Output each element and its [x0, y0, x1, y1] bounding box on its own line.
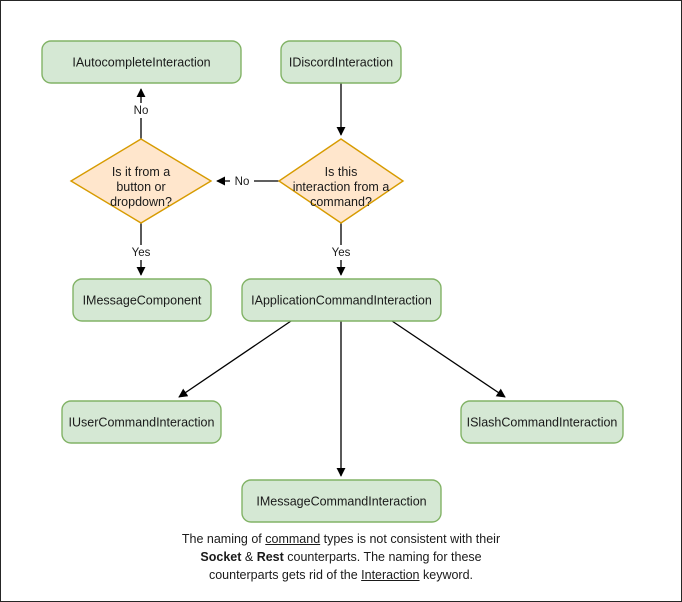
caption-line-3: counterparts gets rid of the Interaction…: [1, 566, 681, 584]
edge-label-no-autocomplete: No: [134, 105, 149, 117]
edge-label-bg: [129, 103, 153, 118]
caption-line-2: Socket & Rest counterparts. The naming f…: [1, 548, 681, 566]
edge-label-yes-appcommand: Yes: [332, 247, 351, 259]
edge-appcommand-to-user: [178, 320, 292, 398]
node-label: IDiscordInteraction: [289, 55, 393, 69]
node-label-line-1: Is this: [325, 165, 358, 179]
edge-label-yes-messagecomponent: Yes: [132, 247, 151, 259]
node-user-command-interaction[interactable]: IUserCommandInteraction: [61, 400, 222, 444]
diagram-caption: The naming of command types is not consi…: [1, 530, 681, 584]
edge-command-to-appcommand: Yes: [327, 223, 356, 276]
node-label: ISlashCommandInteraction: [467, 415, 618, 429]
caption-text: The naming of: [181, 532, 266, 546]
node-label-line-2: button or: [116, 180, 165, 194]
node-decision-button-or-dropdown[interactable]: Is it from a button or dropdown?: [69, 138, 213, 224]
nodes-layer: IAutocompleteInteraction IDiscordInterac…: [41, 40, 624, 523]
caption-underlined-command: command: [265, 532, 321, 546]
caption-bold-socket: Socket: [200, 550, 242, 564]
node-shape: [69, 138, 213, 224]
node-message-command-interaction[interactable]: IMessageCommandInteraction: [241, 479, 442, 523]
node-shape: [280, 40, 402, 84]
edge-label-bg: [127, 245, 156, 260]
node-label-line-3: dropdown?: [110, 195, 172, 209]
node-shape: [460, 400, 624, 444]
node-label-line-3: command?: [310, 195, 372, 209]
edge-command-to-button: No: [216, 173, 279, 189]
caption-bold-rest: Rest: [256, 550, 284, 564]
node-shape: [41, 40, 242, 84]
node-application-command-interaction[interactable]: IApplicationCommandInteraction: [241, 278, 442, 322]
node-label: IApplicationCommandInteraction: [251, 293, 432, 307]
edge-button-to-autocomplete: No: [129, 88, 153, 139]
node-label: IMessageCommandInteraction: [256, 494, 426, 508]
caption-text: &: [241, 550, 257, 564]
node-label-line-1: Is it from a: [112, 165, 170, 179]
node-shape: [61, 400, 222, 444]
node-label-line-2: interaction from a: [293, 180, 390, 194]
node-label: IAutocompleteInteraction: [72, 55, 210, 69]
node-discord-interaction[interactable]: IDiscordInteraction: [280, 40, 402, 84]
node-shape: [241, 479, 442, 523]
caption-underlined-interaction: Interaction: [361, 568, 420, 582]
node-autocomplete-interaction[interactable]: IAutocompleteInteraction: [41, 40, 242, 84]
node-shape: [277, 138, 405, 224]
caption-text: counterparts gets rid of the: [208, 568, 362, 582]
edge-button-to-messagecomponent: Yes: [127, 223, 156, 276]
edge-appcommand-to-slash: [391, 320, 506, 398]
caption-text: counterparts. The naming for these: [283, 550, 482, 564]
node-shape: [72, 278, 212, 322]
node-slash-command-interaction[interactable]: ISlashCommandInteraction: [460, 400, 624, 444]
node-label: IMessageComponent: [83, 293, 202, 307]
caption-line-1: The naming of command types is not consi…: [1, 530, 681, 548]
edge-label-no-button: No: [235, 176, 250, 188]
node-shape: [241, 278, 442, 322]
edge-label-bg: [327, 245, 356, 260]
edge-line: [391, 320, 506, 398]
caption-text: keyword.: [419, 568, 474, 582]
edge-line: [178, 320, 292, 398]
edges-layer: No No Yes Yes: [127, 83, 506, 477]
edge-label-bg: [230, 173, 254, 189]
node-decision-from-command[interactable]: Is this interaction from a command?: [277, 138, 405, 224]
node-message-component[interactable]: IMessageComponent: [72, 278, 212, 322]
caption-text: types is not consistent with their: [320, 532, 501, 546]
node-label: IUserCommandInteraction: [69, 415, 215, 429]
